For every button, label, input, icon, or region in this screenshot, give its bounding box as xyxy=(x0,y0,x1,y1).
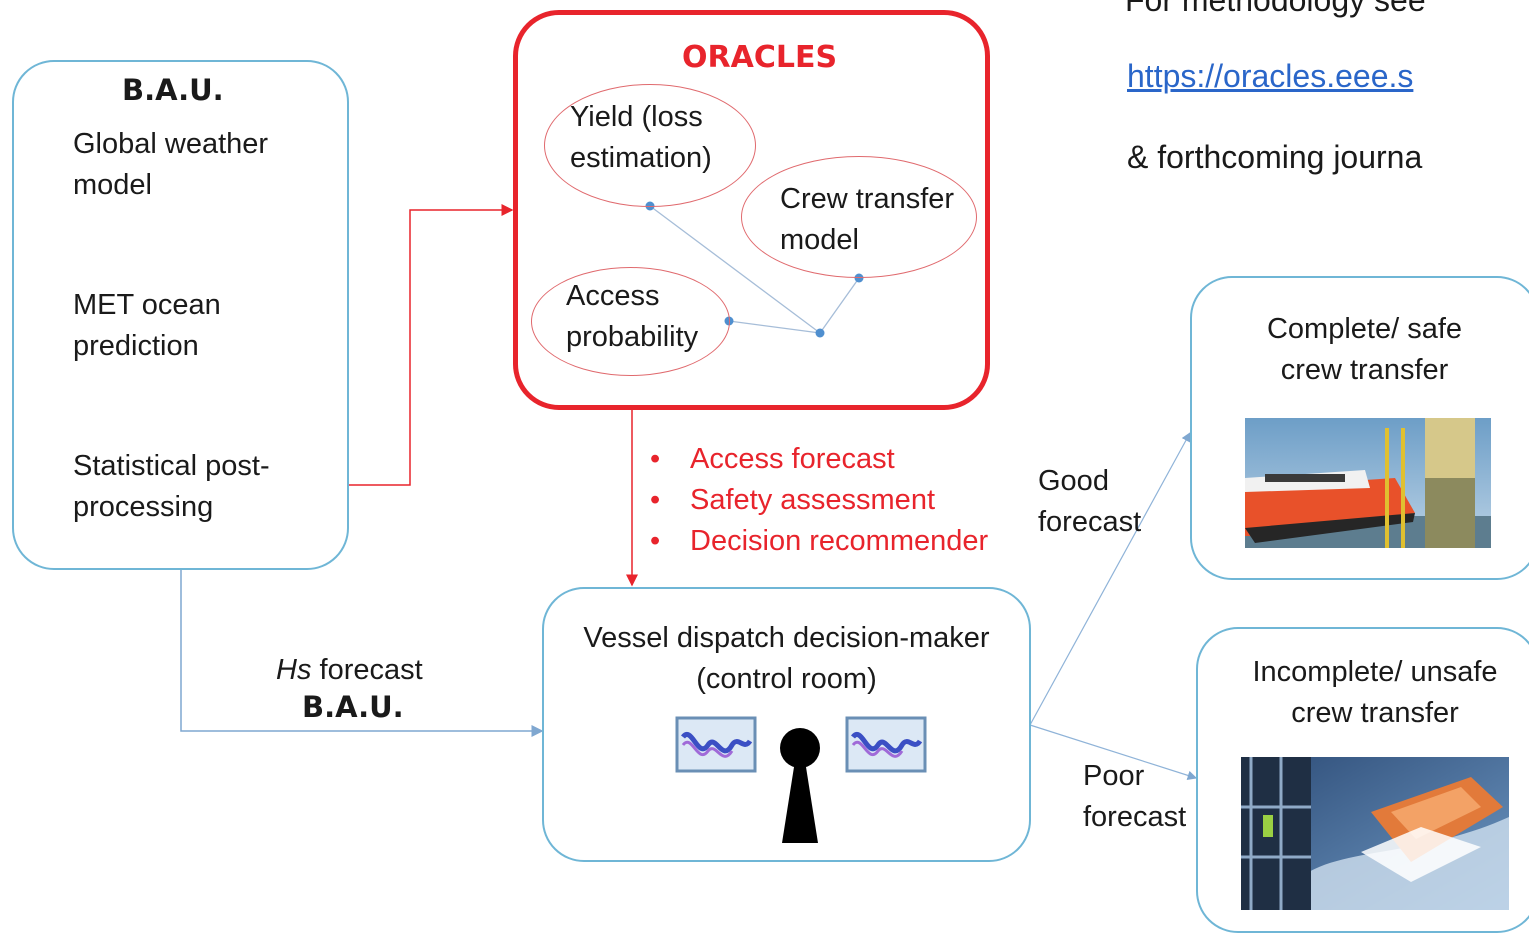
bau-step-weather-line2: model xyxy=(73,169,152,201)
arrow-good-forecast xyxy=(1029,431,1191,726)
outcome-safe-line1: Complete/ safe xyxy=(1266,313,1463,345)
bau-step-weather-line1: Global weather xyxy=(73,128,269,160)
good-forecast-line1: Good xyxy=(1038,465,1109,497)
access-node-line1: Access xyxy=(566,280,660,312)
bau-step-stat-line1: Statistical post- xyxy=(73,450,270,482)
safe-transfer-photo xyxy=(1245,418,1491,548)
oracles-title: ORACLES xyxy=(682,40,838,75)
methodology-link[interactable]: https://oracles.eee.s xyxy=(1127,58,1414,94)
control-room-icon xyxy=(675,716,927,843)
crew-transfer-node xyxy=(741,156,977,278)
decision-line1: Vessel dispatch decision-maker xyxy=(583,622,990,654)
unsafe-transfer-photo xyxy=(1241,757,1509,910)
poor-forecast-line1: Poor xyxy=(1083,760,1145,792)
output-item-safety: •Safety assessment xyxy=(650,484,935,516)
decision-line2: (control room) xyxy=(696,663,877,695)
monitor-left-icon xyxy=(675,716,757,773)
poor-forecast-line2: forecast xyxy=(1083,801,1187,833)
monitor-right-icon xyxy=(845,716,927,773)
hs-forecast-bau: B.A.U. xyxy=(302,690,404,724)
crew-node-line2: model xyxy=(780,224,859,256)
yield-node-line1: Yield (loss xyxy=(570,101,703,133)
hs-forecast-label: Hs forecast xyxy=(276,654,423,686)
bau-step-met-line1: MET ocean xyxy=(73,289,221,321)
yield-node xyxy=(544,84,756,207)
node-dot-center xyxy=(815,328,825,338)
arrow-bau-to-decision xyxy=(180,570,544,737)
bau-title: B.A.U. xyxy=(122,73,224,107)
access-node-line2: probability xyxy=(566,321,699,353)
bau-step-stat-line2: processing xyxy=(73,491,214,523)
oracles-box xyxy=(513,10,990,410)
output-item-access: •Access forecast xyxy=(650,443,895,475)
outcome-unsafe-line1: Incomplete/ unsafe xyxy=(1252,656,1498,688)
crew-node-line1: Crew transfer xyxy=(780,183,955,215)
access-node xyxy=(531,267,730,376)
methodology-line: For methodology see xyxy=(1125,0,1426,18)
journal-line: & forthcoming journa xyxy=(1127,139,1423,175)
person-icon xyxy=(780,728,820,843)
good-forecast-line2: forecast xyxy=(1038,506,1142,538)
arrow-poor-forecast xyxy=(1029,724,1198,781)
outcome-safe-line2: crew transfer xyxy=(1280,354,1449,386)
bau-step-met-line2: prediction xyxy=(73,330,199,362)
bau-box xyxy=(12,60,349,570)
arrow-stat-to-oracles xyxy=(302,204,514,486)
yield-node-line2: estimation) xyxy=(570,142,712,174)
outcome-unsafe-line2: crew transfer xyxy=(1291,697,1459,729)
output-item-decision: •Decision recommender xyxy=(650,525,989,557)
